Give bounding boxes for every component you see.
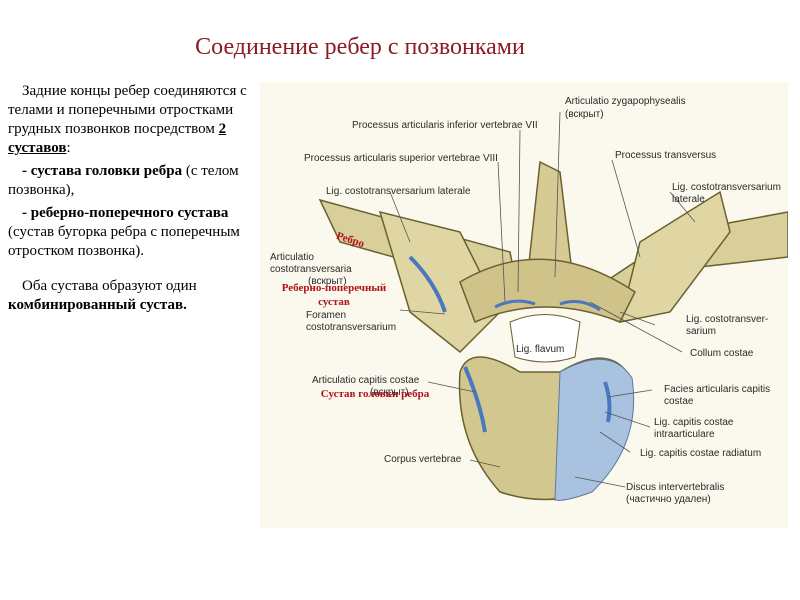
head-joint-term: - сустава головки ребра — [22, 163, 183, 179]
head-joint-cavity-left — [463, 366, 487, 433]
body-text: Задние концы ребер соединяются с телами … — [8, 82, 260, 319]
label-proc-articularis-inferior: Processus articularis inferior vertebrae… — [352, 120, 538, 131]
label-foramen-1: Foramen — [306, 310, 347, 321]
label-collum-costae: Collum costae — [690, 348, 754, 359]
paragraph-ct-joint: - реберно-поперечного сустава (сустав бу… — [8, 204, 260, 261]
label-art-capitis-costae-1: Articulatio capitis costae — [312, 375, 420, 386]
combined-text: Оба сустава образуют один — [22, 278, 197, 294]
spinous-process — [527, 160, 573, 273]
head-joint-desc: (с телом позвонка), — [8, 163, 239, 198]
annotation-ct-joint-1: Реберно-поперечный — [281, 282, 387, 294]
label-facies-articularis-2: costae — [664, 396, 694, 407]
paragraph-combined: Оба сустава образуют один комбинированны… — [8, 277, 260, 315]
anatomy-figure: Articulatio zygapophysealis (вскрыт) Pro… — [260, 82, 788, 528]
costotransverse-joint-cavity — [408, 255, 447, 313]
two-joints-emphasis: 2 суставов — [8, 121, 227, 156]
label-lig-flavum: Lig. flavum — [516, 344, 565, 355]
zygapophyseal-joint-left — [494, 299, 536, 309]
paragraph-head-joint: - сустава головки ребра (с телом позвонк… — [8, 162, 260, 200]
label-art-costotransversaria-2: costotransversaria — [270, 264, 352, 275]
slide-title: Соединение ребер с позвонками — [195, 34, 525, 60]
label-lig-capitis-intraarticulare-2: intraarticulare — [654, 429, 715, 440]
zygapophyseal-joint-right — [559, 300, 601, 312]
label-proc-articularis-superior: Processus articularis superior vertebrae… — [304, 153, 498, 164]
paragraph-intro: Задние концы ребер соединяются с телами … — [8, 82, 260, 158]
label-foramen-2: costotransversarium — [306, 322, 397, 333]
combined-term: комбинированный сустав. — [8, 297, 187, 313]
label-discus-intervertebralis-1: Discus intervertebralis — [626, 482, 725, 493]
leader-lines — [389, 111, 696, 488]
label-lig-capitis-intraarticulare-1: Lig. capitis costae — [654, 417, 734, 428]
intervertebral-disc — [554, 359, 635, 501]
label-art-costotransversaria-3: (вскрыт) — [308, 276, 347, 287]
vertebra-illustration — [318, 111, 788, 501]
annotation-ct-joint-2: сустав — [318, 296, 350, 308]
label-processus-transversus: Processus transversus — [615, 150, 717, 161]
intro-text: Задние концы ребер соединяются с телами … — [8, 83, 247, 137]
label-art-costotransversaria-1: Articulatio — [270, 252, 314, 263]
label-lig-costotransversarium-2: sarium — [686, 326, 717, 337]
ct-joint-term: - реберно-поперечного сустава — [22, 205, 229, 221]
label-art-zygapophysealis: Articulatio zygapophysealis — [565, 96, 686, 107]
annotation-head-joint: Сустав головки ребра — [320, 388, 430, 400]
label-corpus-vertebrae: Corpus vertebrae — [384, 454, 462, 465]
head-joint-cavity-right — [603, 381, 612, 423]
intro-colon: : — [66, 140, 71, 156]
label-lig-costotransversarium-laterale-right-2: laterale — [672, 194, 705, 205]
left-transverse-process — [378, 210, 501, 354]
ct-joint-desc: (сустав бугорка ребра с поперечным отрос… — [8, 224, 240, 259]
vertebral-canal — [509, 314, 581, 363]
label-facies-articularis-1: Facies articularis capitis — [664, 384, 771, 395]
label-lig-capitis-radiatum: Lig. capitis costae radiatum — [640, 448, 762, 459]
label-lig-costotransversarium-laterale-right-1: Lig. costotransversarium — [672, 182, 781, 193]
label-art-zygapophysealis-note: (вскрыт) — [565, 109, 604, 120]
label-discus-intervertebralis-2: (частично удален) — [626, 494, 711, 505]
label-art-capitis-costae-2: (вскрыт) — [370, 387, 409, 398]
label-lig-costotransversarium-1: Lig. costotransver- — [686, 314, 769, 325]
label-lig-costotransversarium-laterale-left: Lig. costotransversarium laterale — [326, 186, 471, 197]
